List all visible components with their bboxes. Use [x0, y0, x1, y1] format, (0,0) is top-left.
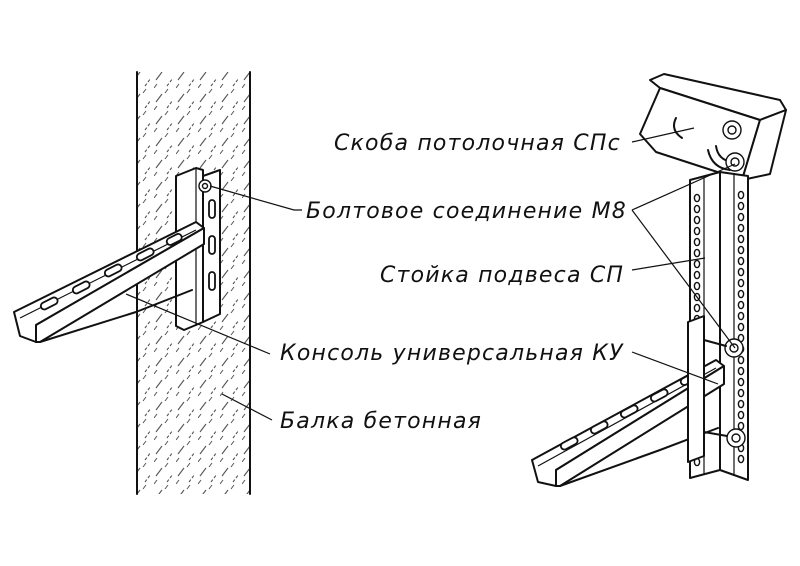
post-hole	[737, 267, 745, 277]
label-concrete-beam: Балка бетонная	[280, 409, 482, 434]
post-hole	[737, 355, 745, 365]
post-hole	[693, 248, 701, 258]
label-ceiling-bracket: Скоба потолочная СПс	[334, 131, 621, 156]
post-hole	[693, 259, 701, 269]
post-hole	[737, 278, 745, 288]
post-hole	[737, 256, 745, 266]
post-hole	[693, 270, 701, 280]
post-hole	[737, 454, 745, 464]
post-hole	[737, 201, 745, 211]
wall-console	[13, 167, 221, 343]
post-hole	[737, 377, 745, 387]
ceiling-bracket	[639, 73, 787, 181]
post-hole	[737, 311, 745, 321]
post-hole	[737, 410, 745, 420]
label-bolt-connection: Болтовое соединение М8	[306, 199, 627, 224]
leader-lines	[125, 127, 736, 421]
post-hole	[737, 322, 745, 332]
post-hole	[693, 204, 701, 214]
post-hole	[737, 234, 745, 244]
post-hole	[737, 245, 745, 255]
post-hole	[693, 303, 701, 313]
post-hole	[737, 212, 745, 222]
post-hole	[737, 289, 745, 299]
post-hole	[737, 190, 745, 200]
post-hole	[693, 193, 701, 203]
label-hanger-post: Стойка подвеса СП	[380, 263, 624, 288]
label-universal-console: Консоль универсальная КУ	[280, 341, 624, 366]
post-hole	[737, 388, 745, 398]
post-hole	[693, 226, 701, 236]
post-hole	[737, 421, 745, 431]
post-hole	[693, 215, 701, 225]
post-hole	[693, 237, 701, 247]
post-hole	[737, 300, 745, 310]
post-hole	[693, 281, 701, 291]
post-hole	[737, 366, 745, 376]
post-hole	[737, 399, 745, 409]
hanging-console	[531, 315, 746, 487]
post-hole	[737, 223, 745, 233]
